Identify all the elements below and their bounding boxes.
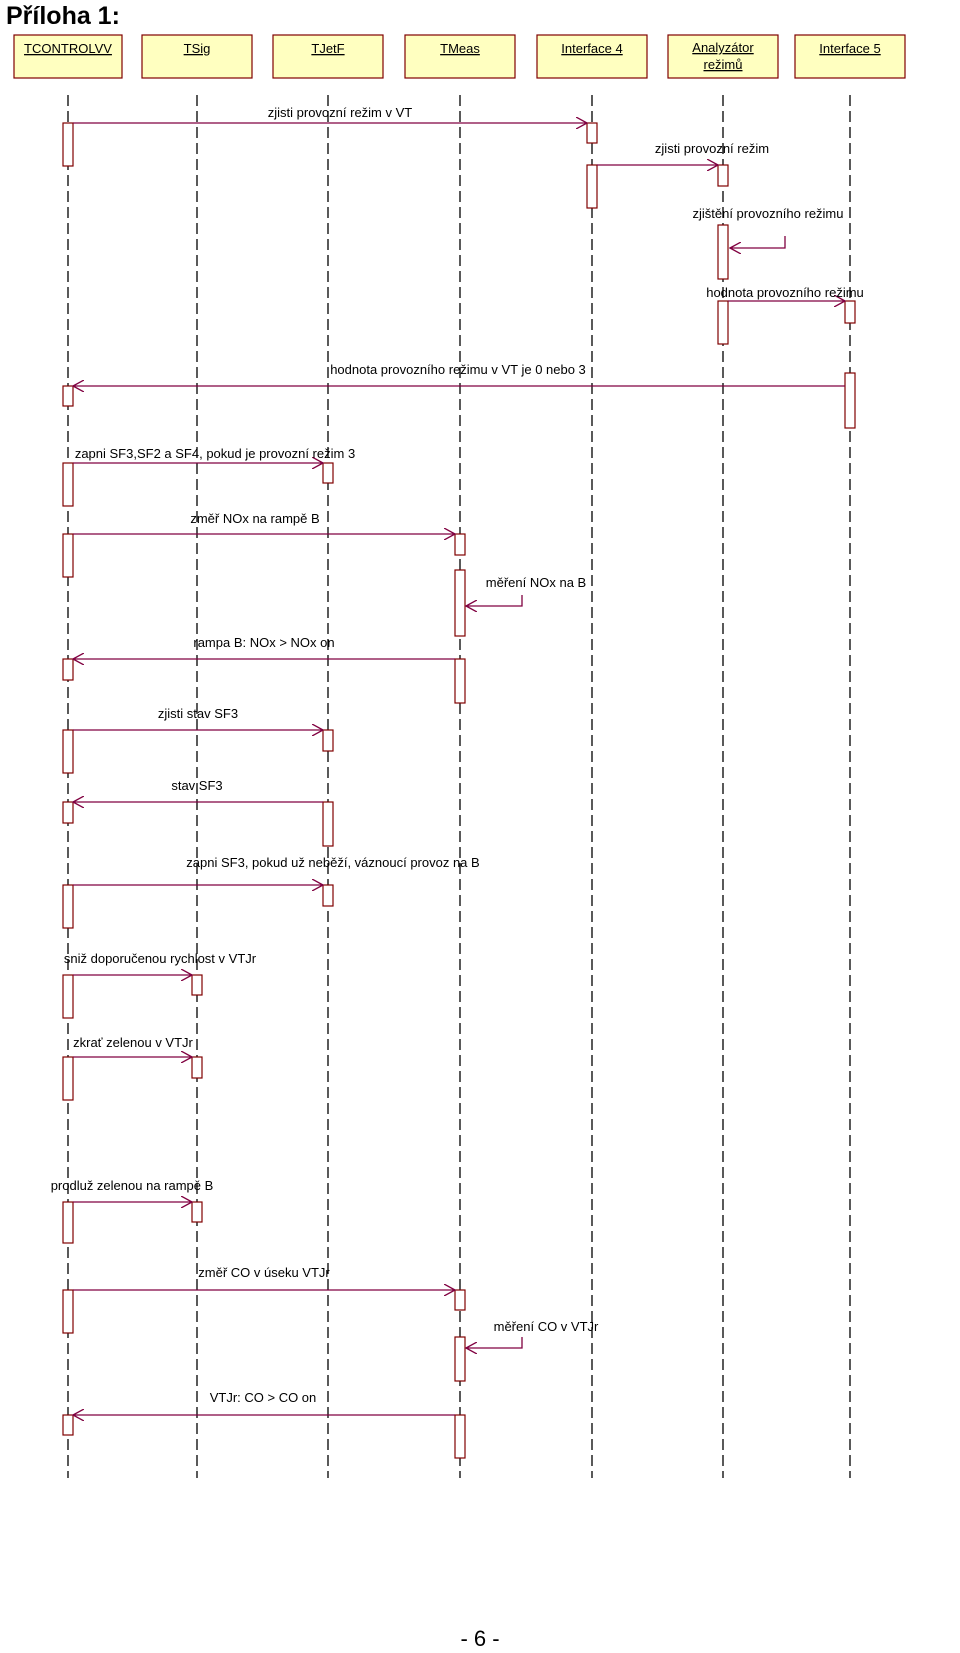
message-5: hodnota provozního režimu v VT je 0 nebo… — [73, 362, 845, 386]
activation-bar — [62, 533, 74, 578]
message-4: hodnota provozního režimu — [706, 285, 864, 301]
activation-bar — [322, 884, 334, 907]
activation-bar — [454, 1289, 466, 1311]
activation-bar — [586, 164, 598, 209]
activation-bar — [454, 1336, 466, 1382]
activation-bar — [62, 122, 74, 167]
message-label: změř CO v úseku VTJr — [198, 1265, 330, 1280]
activation-bar — [454, 1414, 466, 1459]
activation-bar — [322, 801, 334, 847]
message-10: zjisti stav SF3 — [73, 706, 323, 730]
self-message-arrow — [466, 595, 523, 606]
activation-bar — [717, 224, 729, 280]
message-label: sniž doporučenou rychlost v VTJr — [64, 951, 257, 966]
activation-bar — [62, 462, 74, 507]
activation-bar — [454, 569, 466, 637]
participant-label: TJetF — [311, 41, 344, 56]
message-8: měření NOx na B — [466, 575, 586, 606]
participant-label: Interface 5 — [819, 41, 880, 56]
participant-box — [536, 34, 648, 79]
activation-bar — [62, 1289, 74, 1334]
message-6: zapni SF3,SF2 a SF4, pokud je provozní r… — [73, 446, 355, 463]
message-3: zjištění provozního režimu — [692, 206, 844, 248]
message-label: zjisti stav SF3 — [158, 706, 238, 721]
activation-bar — [191, 1056, 203, 1079]
message-label: hodnota provozního režimu — [706, 285, 864, 300]
activation-bar — [62, 974, 74, 1019]
participant-box — [13, 34, 123, 79]
message-16: změř CO v úseku VTJr — [73, 1265, 455, 1290]
message-label: měření CO v VTJr — [494, 1319, 599, 1334]
activation-bar — [191, 1201, 203, 1223]
activation-bar — [586, 122, 598, 144]
message-2: zjisti provozní režim — [597, 141, 769, 165]
message-label: rampa B: NOx > NOx on — [193, 635, 334, 650]
message-label: prodluž zelenou na rampě B — [51, 1178, 214, 1193]
message-label: zjištění provozního režimu — [692, 206, 843, 221]
page-number: - 6 - — [460, 1626, 500, 1651]
message-label: zapni SF3, pokud už neběží, váznoucí pro… — [186, 855, 479, 870]
activation-bar — [191, 974, 203, 996]
message-18: VTJr: CO > CO on — [73, 1390, 455, 1415]
activation-bar — [322, 462, 334, 484]
activation-bar — [62, 1056, 74, 1101]
activation-bar — [62, 1414, 74, 1436]
participant-label: TSig — [184, 41, 211, 56]
participant-tmeas: TMeas — [404, 34, 516, 79]
participant-box — [272, 34, 384, 79]
participant-iface4: Interface 4 — [536, 34, 648, 79]
message-label: stav SF3 — [171, 778, 222, 793]
participant-iface5: Interface 5 — [794, 34, 906, 79]
activation-bar — [454, 658, 466, 704]
activation-bar — [62, 729, 74, 774]
message-label: změř NOx na rampě B — [190, 511, 319, 526]
activation-bar — [717, 164, 729, 187]
message-17: měření CO v VTJr — [466, 1319, 599, 1348]
page-title: Příloha 1: — [6, 2, 120, 30]
sequence-diagram: zjisti provozní režim v VT zjisti provozn… — [13, 34, 906, 1478]
participant-label: TMeas — [440, 41, 480, 56]
participant-box — [404, 34, 516, 79]
message-13: sniž doporučenou rychlost v VTJr — [64, 951, 257, 975]
activation-bar — [844, 372, 856, 429]
participant-label: Analyzátor — [692, 40, 754, 55]
activation-bar — [322, 729, 334, 752]
activation-bar — [62, 801, 74, 824]
participant-tsig: TSig — [141, 34, 253, 79]
message-label: VTJr: CO > CO on — [210, 1390, 317, 1405]
participant-label: režimů — [703, 57, 742, 72]
message-label: zkrať zelenou v VTJr — [73, 1035, 193, 1050]
message-9: rampa B: NOx > NOx on — [73, 635, 455, 659]
activation-bar — [62, 884, 74, 929]
participant-box — [141, 34, 253, 79]
message-12: zapni SF3, pokud už neběží, váznoucí pro… — [73, 855, 480, 885]
activation-bar — [62, 385, 74, 407]
participant-label: Interface 4 — [561, 41, 622, 56]
activation-bar — [844, 300, 856, 324]
participant-box — [794, 34, 906, 79]
activation-bar — [62, 658, 74, 681]
message-label: zjisti provozní režim — [655, 141, 769, 156]
participant-analyzer: Analyzátor režimů — [667, 34, 779, 79]
message-7: změř NOx na rampě B — [73, 511, 455, 534]
participant-tjetf: TJetF — [272, 34, 384, 79]
participant-box — [667, 34, 779, 79]
message-label: zjisti provozní režim v VT — [268, 105, 413, 120]
activation-bar — [62, 1201, 74, 1244]
message-1: zjisti provozní režim v VT — [73, 105, 587, 123]
message-label: měření NOx na B — [486, 575, 586, 590]
message-11: stav SF3 — [73, 778, 323, 802]
self-message-arrow — [466, 1337, 523, 1348]
message-label: hodnota provozního režimu v VT je 0 nebo… — [330, 362, 586, 377]
message-15: prodluž zelenou na rampě B — [51, 1178, 214, 1202]
message-label: zapni SF3,SF2 a SF4, pokud je provozní r… — [75, 446, 355, 461]
participant-tcontrol: TCONTROLVV — [13, 34, 123, 79]
activation-bar — [717, 300, 729, 345]
activation-bar — [454, 533, 466, 556]
participant-label: TCONTROLVV — [24, 41, 112, 56]
self-message-arrow — [730, 236, 786, 248]
message-14: zkrať zelenou v VTJr — [73, 1035, 194, 1057]
